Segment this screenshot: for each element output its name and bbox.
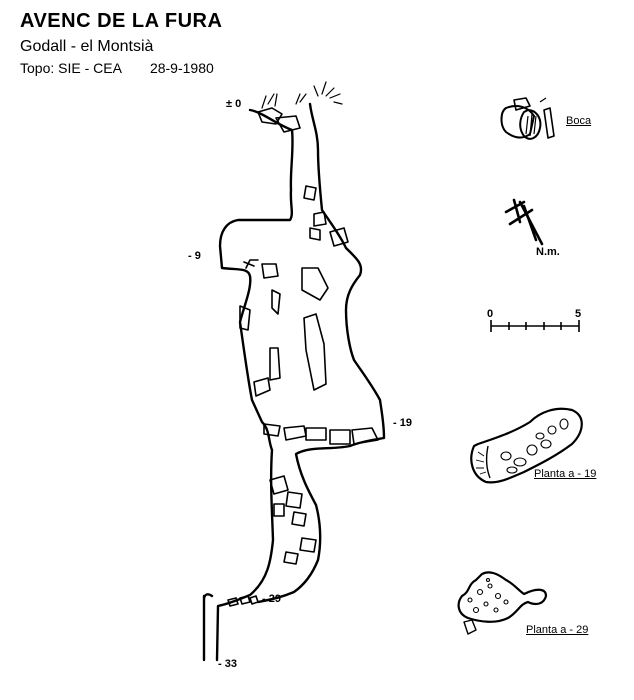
depth-label-0: ± 0 [226,98,242,110]
cave-blocks [227,185,379,607]
planta-29-label: Planta a - 29 [526,624,589,636]
entrance-vegetation [261,81,343,109]
cave-wall-left [215,108,294,662]
depth-label-9: - 9 [188,250,201,262]
entrance-block [257,107,283,125]
scale-max-label: 5 [575,308,582,320]
boca-plan [500,97,555,140]
north-arrow-icon [504,198,544,246]
topo-credit: Topo: SIE - CEA 28-9-1980 [20,60,214,76]
topo-date: 28-9-1980 [149,60,214,76]
plan-29 [457,571,548,635]
location-subtitle: Godall - el Montsià [20,38,154,55]
cave-wall-right [256,102,386,604]
boca-label: Boca [566,115,592,127]
planta-19-label: Planta a - 19 [534,468,597,480]
entrance-block [275,115,301,133]
diagram-title: AVENC DE LA FURA [20,10,223,32]
north-label: N.m. [536,246,560,258]
plan-19 [470,407,583,484]
topo-label: Topo: SIE - CEA [20,60,122,76]
depth-label-29: - 29 [262,593,281,605]
scale-bar [490,320,580,332]
depth-label-19: - 19 [393,417,412,429]
scale-min-label: 0 [487,308,494,320]
depth-label-33: - 33 [218,658,237,670]
cave-wall-bottom [202,593,214,662]
